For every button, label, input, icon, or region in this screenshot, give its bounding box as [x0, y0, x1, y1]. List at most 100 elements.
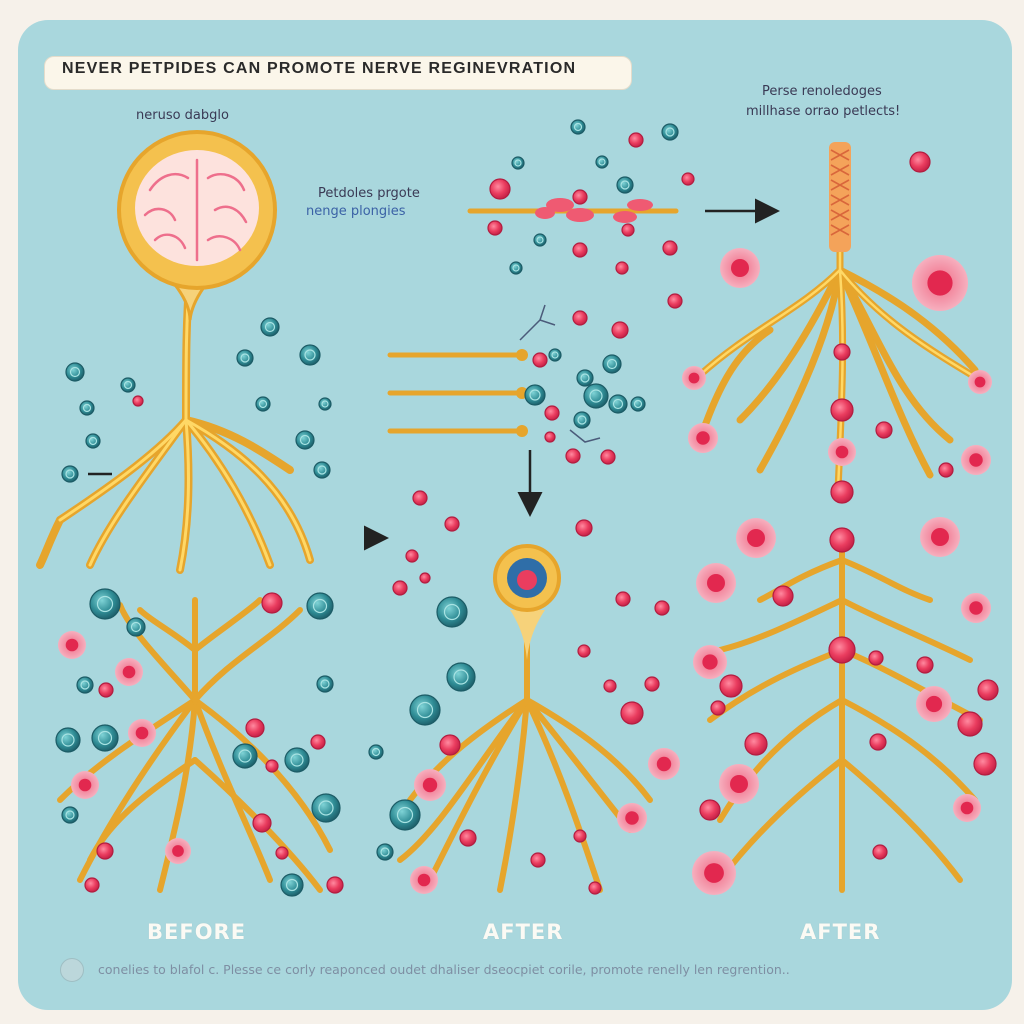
peptide-cell	[310, 734, 326, 750]
peptide-cell	[719, 764, 759, 804]
stem-cell	[376, 843, 394, 861]
peptide-cell	[165, 838, 191, 864]
peptide-cell	[71, 771, 99, 799]
peptide-cell	[615, 261, 629, 275]
stem-cell	[306, 592, 334, 620]
stem-cell	[548, 348, 562, 362]
neuron-after-middle	[397, 544, 653, 893]
label-top-right-1: Perse renoledoges	[762, 84, 882, 99]
peptide-cell	[115, 658, 143, 686]
peptide-cell	[938, 462, 954, 478]
peptide-cell	[58, 631, 86, 659]
stem-cell	[89, 588, 121, 620]
stem-cell	[602, 354, 622, 374]
peptide-cell	[868, 650, 884, 666]
stem-cell	[232, 743, 258, 769]
peptide-cell	[977, 679, 999, 701]
footer-note: conelies to blafol c. Plesse ce corly re…	[98, 962, 790, 977]
peptide-cell	[961, 593, 991, 623]
stem-cell	[661, 123, 679, 141]
stem-cell	[316, 675, 334, 693]
peptide-cell	[736, 518, 776, 558]
stem-cell	[76, 676, 94, 694]
label-neuron: neruso dabglo	[136, 108, 229, 123]
peptide-cell	[544, 405, 560, 421]
peptide-cell	[829, 527, 855, 553]
peptide-cell	[489, 178, 511, 200]
peptide-cell	[84, 877, 100, 893]
stem-cell	[65, 362, 85, 382]
peptide-cell	[132, 395, 144, 407]
peptide-cell	[833, 343, 851, 361]
peptide-cell	[875, 421, 893, 439]
stem-cell	[595, 155, 609, 169]
peptide-cell	[973, 752, 997, 776]
stem-cell	[524, 384, 546, 406]
footer-logo-icon	[60, 958, 84, 982]
peptide-cell	[621, 223, 635, 237]
stem-cell	[85, 433, 101, 449]
peptide-cell	[772, 585, 794, 607]
stem-cell	[616, 176, 634, 194]
stem-cell	[61, 465, 79, 483]
label-top-right-2: millhase orrao petlects!	[746, 104, 901, 119]
stem-cell	[446, 662, 476, 692]
stem-cell	[608, 394, 628, 414]
stem-cell	[436, 596, 468, 628]
peptide-cell	[662, 240, 678, 256]
peptide-cell	[412, 490, 428, 506]
stem-cell	[120, 377, 136, 393]
peptide-cell	[920, 517, 960, 557]
caption-after-right: AFTER	[800, 920, 881, 944]
peptide-cell	[719, 674, 743, 698]
title-banner	[44, 56, 632, 90]
stem-cell	[284, 747, 310, 773]
stem-cell	[299, 344, 321, 366]
peptide-cell	[588, 881, 602, 895]
peptide-cell	[265, 759, 279, 773]
stem-cell	[91, 724, 119, 752]
peptide-cell	[696, 563, 736, 603]
peptide-cell	[530, 852, 546, 868]
peptide-cell	[912, 255, 968, 311]
axon-bundle	[387, 304, 601, 443]
peptide-cell	[326, 876, 344, 894]
peptide-cell	[261, 592, 283, 614]
peptide-cell	[693, 645, 727, 679]
peptide-cell	[573, 829, 587, 843]
stem-cell	[511, 156, 525, 170]
stem-cell	[126, 617, 146, 637]
peptide-cell	[617, 803, 647, 833]
peptide-cell	[544, 431, 556, 443]
peptide-cell	[830, 480, 854, 504]
label-peptides-2: nenge plongies	[306, 204, 406, 219]
peptide-cell	[487, 220, 503, 236]
peptide-cell	[682, 366, 706, 390]
peptide-cell	[603, 679, 617, 693]
stem-cell	[280, 873, 304, 897]
stem-cell	[79, 400, 95, 416]
peptide-cell	[532, 352, 548, 368]
peptide-cell	[667, 293, 683, 309]
peptide-cell	[699, 799, 721, 821]
stem-cell	[576, 369, 594, 387]
label-peptides-1: Petdoles prgote	[318, 186, 420, 201]
peptide-cell	[572, 310, 588, 326]
peptide-cell	[615, 591, 631, 607]
stem-cell	[570, 119, 586, 135]
peptide-cell	[419, 572, 431, 584]
peptide-cell	[909, 151, 931, 173]
stem-cell	[318, 397, 332, 411]
peptide-cell	[830, 398, 854, 422]
peptide-cell	[654, 600, 670, 616]
peptide-cell	[410, 866, 438, 894]
peptide-cell	[648, 748, 680, 780]
peptide-cell	[565, 448, 581, 464]
peptide-cell	[275, 846, 289, 860]
peptide-cell	[916, 686, 952, 722]
peptide-cell	[252, 813, 272, 833]
peptide-cell	[644, 676, 660, 692]
peptide-cell	[869, 733, 887, 751]
